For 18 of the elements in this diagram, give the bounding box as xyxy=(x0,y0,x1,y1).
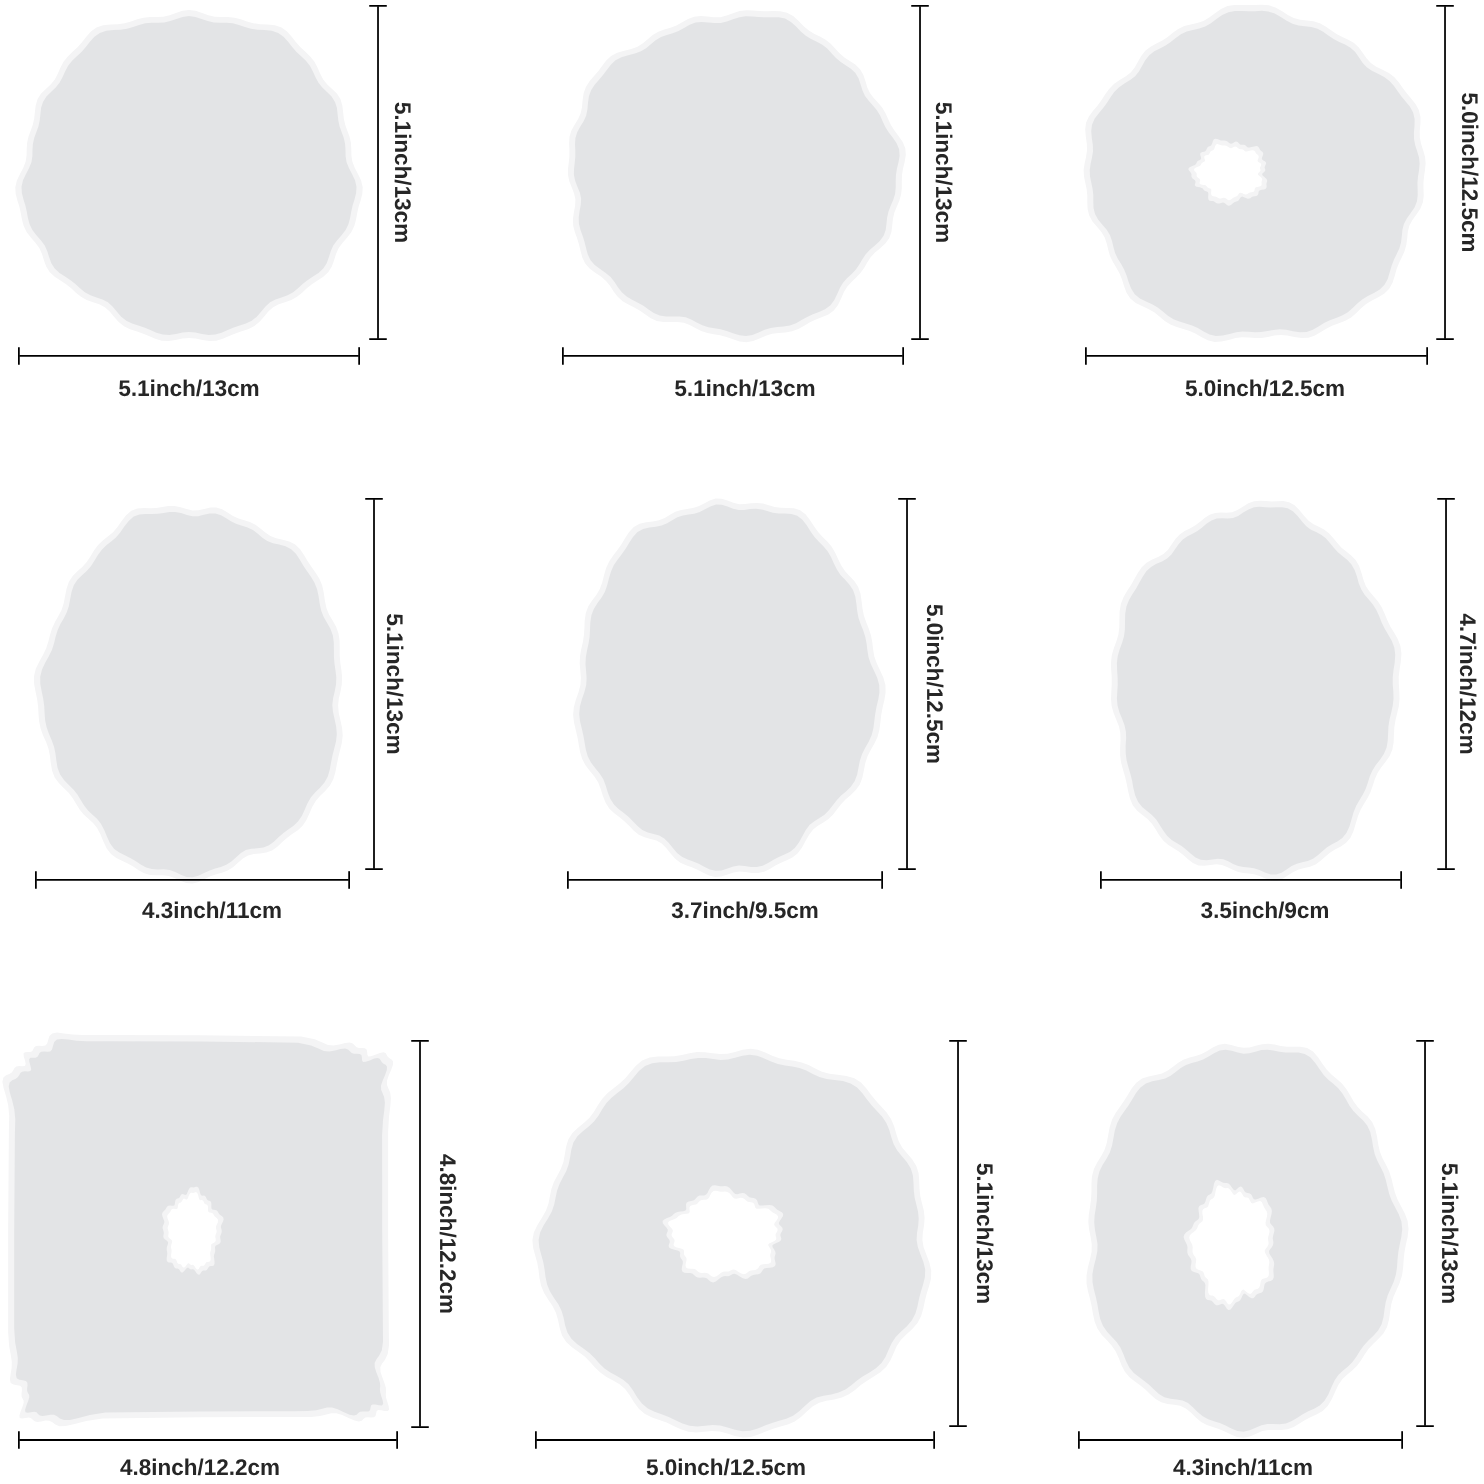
dimension-label: 5.1inch/13cm xyxy=(976,1163,994,1303)
dimension-label: 5.1inch/13cm xyxy=(935,102,953,242)
dimension-label: 5.0inch/12.5cm xyxy=(646,1458,805,1476)
dimension-label: 4.3inch/11cm xyxy=(1173,1458,1312,1476)
dimension-label: 4.7inch/12cm xyxy=(1459,613,1477,754)
dimension-label: 4.8inch/12.2cm xyxy=(120,1458,279,1476)
dimension-label: 3.7inch/9.5cm xyxy=(671,901,818,919)
dimension-label: 4.8inch/12.2cm xyxy=(439,1154,457,1313)
dimension-label: 4.3inch/11cm xyxy=(142,901,281,919)
dimension-label: 3.5inch/9cm xyxy=(1201,901,1328,919)
dimension-label: 5.1inch/13cm xyxy=(1441,1163,1459,1303)
dimension-label: 5.0inch/12.5cm xyxy=(1185,379,1344,397)
dimension-label: 5.1inch/13cm xyxy=(386,614,404,754)
dimension-label: 5.1inch/13cm xyxy=(119,379,259,397)
dimension-label: 5.1inch/13cm xyxy=(394,102,412,242)
dimension-label: 5.1inch/13cm xyxy=(675,379,815,397)
dimension-label: 5.0inch/12.5cm xyxy=(926,604,944,763)
dimension-label: 5.0inch/12.5cm xyxy=(1461,93,1479,252)
